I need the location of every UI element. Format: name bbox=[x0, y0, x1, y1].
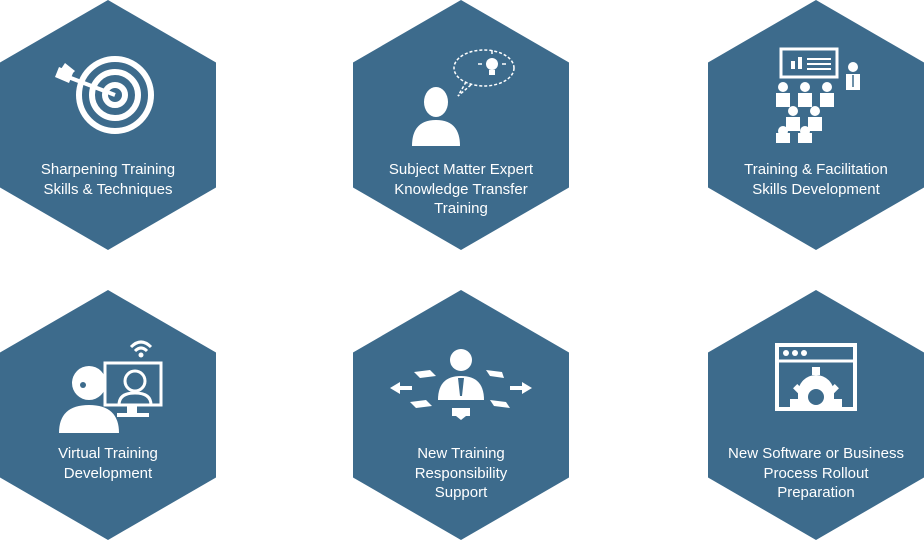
service-card-facilitation-skills: Training & Facilitation Skills Developme… bbox=[708, 0, 924, 250]
service-card-sme-knowledge-transfer: Subject Matter Expert Knowledge Transfer… bbox=[353, 0, 569, 250]
service-label: Subject Matter Expert Knowledge Transfer… bbox=[388, 161, 534, 217]
service-label: Virtual Training Development bbox=[58, 445, 158, 482]
service-card-new-training-responsibility: New Training Responsibility Support bbox=[353, 290, 569, 540]
service-label: Sharpening Training Skills & Techniques bbox=[40, 161, 176, 198]
service-label: New Training Responsibility Support bbox=[414, 445, 508, 501]
expert-idea-icon bbox=[353, 40, 569, 150]
delegation-icon bbox=[353, 330, 569, 440]
virtual-meeting-icon bbox=[0, 330, 216, 440]
service-card-software-rollout: New Software or Business Process Rollout… bbox=[708, 290, 924, 540]
software-window-icon bbox=[708, 330, 924, 440]
service-card-virtual-training: Virtual Training Development bbox=[0, 290, 216, 540]
service-label: Training & Facilitation Skills Developme… bbox=[744, 161, 888, 198]
target-icon bbox=[0, 40, 216, 150]
service-card-sharpening-training: Sharpening Training Skills & Techniques bbox=[0, 0, 216, 250]
presentation-audience-icon bbox=[708, 40, 924, 150]
service-label: New Software or Business Process Rollout… bbox=[728, 445, 904, 501]
